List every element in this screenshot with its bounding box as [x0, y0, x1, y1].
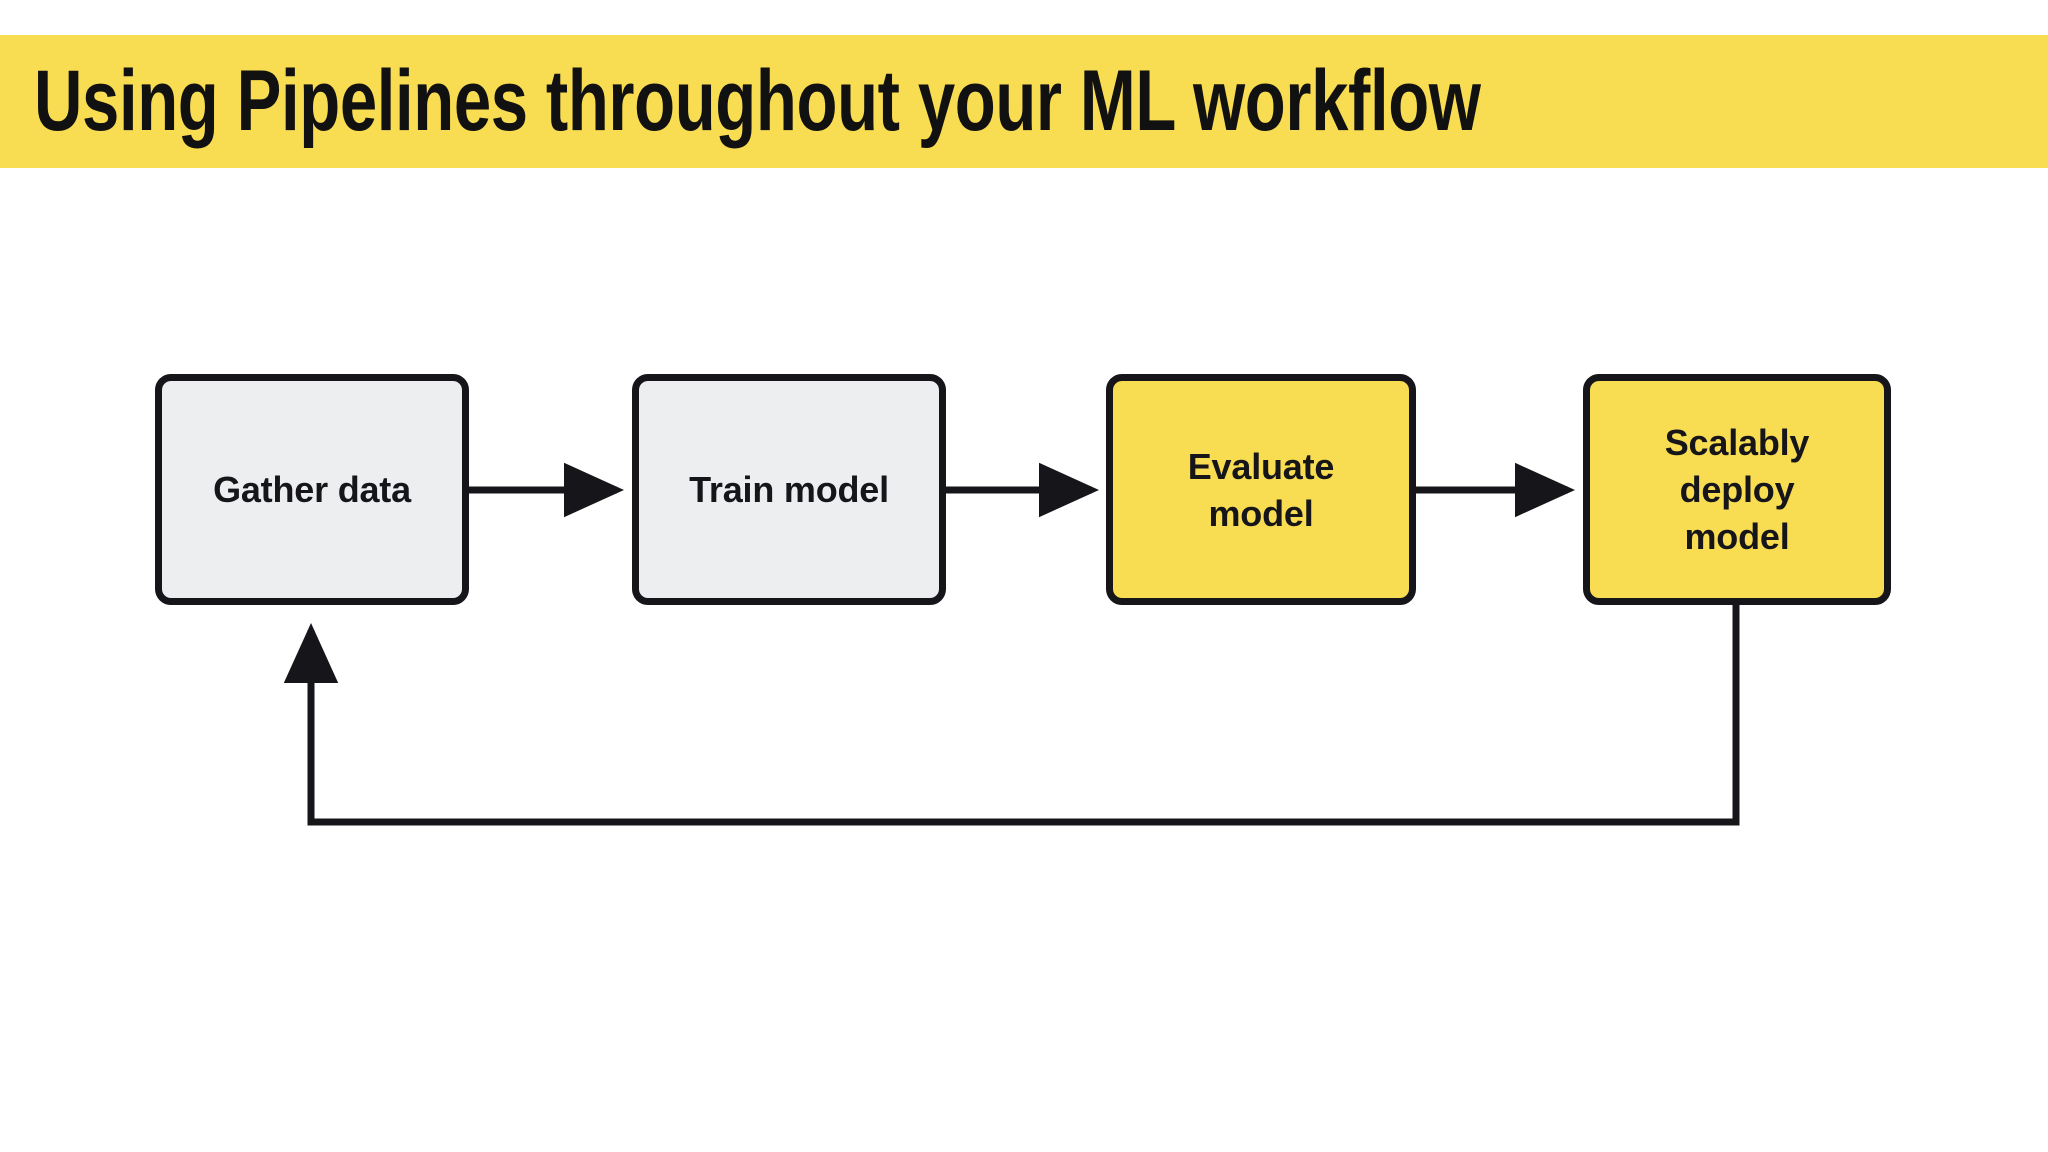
flow-node-label: Gather data: [213, 469, 411, 510]
flow-node-label: Train model: [689, 469, 889, 510]
title-band: [0, 35, 2048, 168]
flow-node-gather-data[interactable]: Gather data: [155, 374, 469, 605]
flow-node-label: Evaluate model: [1187, 445, 1335, 534]
edge-deploy-to-gather-feedback: [283, 605, 1740, 826]
flow-node-evaluate-model[interactable]: Evaluate model: [1106, 374, 1416, 605]
slide-footer: Vertex AI: Pipelines for your MLOps work…: [0, 1032, 2048, 1152]
flow-node-scalably-deploy-model[interactable]: Scalably deploy model: [1583, 374, 1891, 605]
flow-node-train-model[interactable]: Train model: [632, 374, 946, 605]
flow-node-label: Scalably deploy model: [1664, 422, 1810, 557]
page-title: Using Pipelines throughout your ML workf…: [34, 53, 1481, 149]
